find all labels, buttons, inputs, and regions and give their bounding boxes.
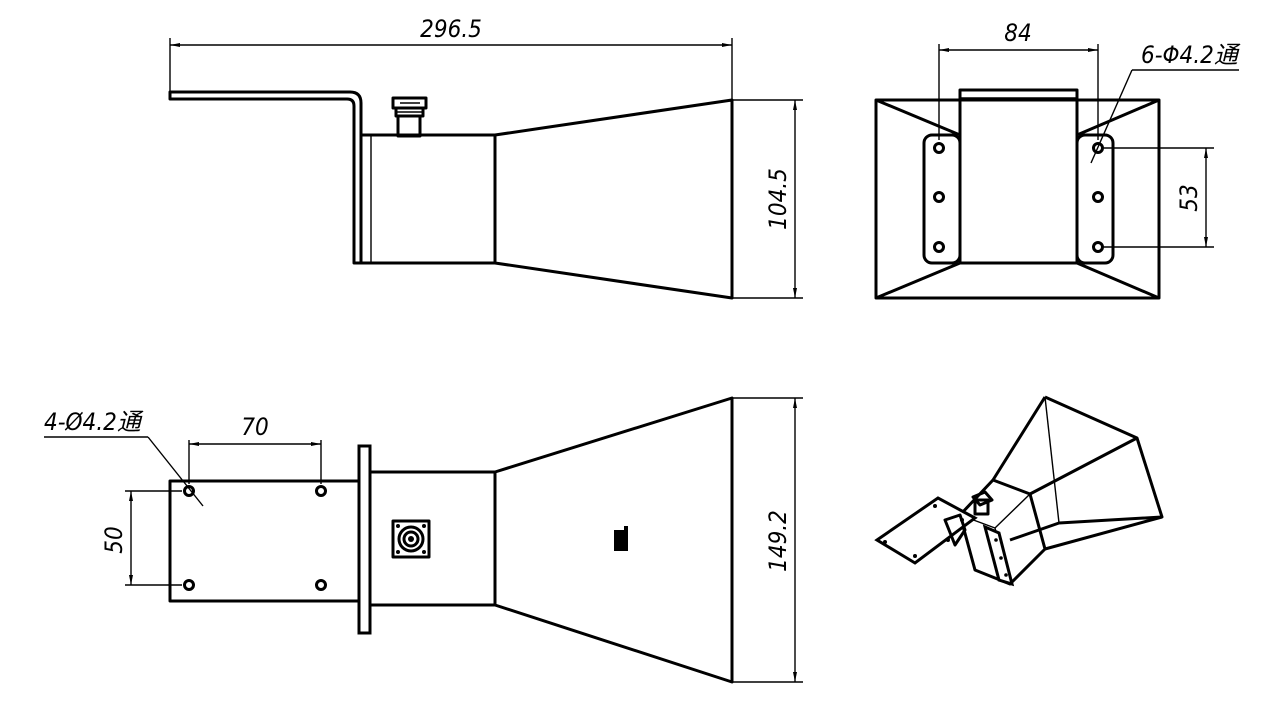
- dimension-label-small-height: 104.5: [764, 168, 792, 230]
- horn-flare-bottom: [493, 396, 734, 684]
- leader-holes-front: 6-Φ4.2通: [1090, 41, 1241, 164]
- dimension-large-height: 149.2: [732, 397, 803, 683]
- dimension-hole-pitch: 53: [1104, 147, 1214, 248]
- dimension-label-hole-pitch: 53: [1175, 184, 1203, 211]
- n-connector: [391, 96, 428, 138]
- horn-flare: [493, 98, 734, 300]
- dimension-bracket-height: 50: [100, 490, 182, 586]
- flange-bottom-view: [357, 444, 372, 635]
- note-holes-front: 6-Φ4.2通: [1141, 41, 1241, 69]
- waveguide-body: [359, 133, 497, 265]
- front-view: 84 53 6-Φ4.2通: [874, 19, 1241, 300]
- mounting-holes-front: [933, 142, 1104, 253]
- mounting-holes-bottom: [183, 485, 327, 591]
- bottom-view: 70 50 149.2 4-Ø4.2通: [44, 396, 803, 684]
- iso-flare: [991, 396, 1163, 551]
- waveguide-bottom-view: [368, 470, 497, 607]
- dimension-label-large-height: 149.2: [764, 510, 792, 572]
- dimension-width: 84: [938, 19, 1099, 140]
- dimension-length: 296.5: [169, 15, 733, 100]
- note-holes-bottom: 4-Ø4.2通: [44, 408, 144, 436]
- isometric-view: [874, 395, 1164, 587]
- dimension-small-height: 104.5: [732, 99, 803, 299]
- side-view: 296.5 104.5: [168, 15, 803, 300]
- iso-connector: [971, 490, 994, 516]
- dimension-label-width: 84: [1004, 19, 1031, 47]
- nameplate-mark: [614, 526, 628, 551]
- bracket-plate: [168, 479, 361, 603]
- iso-flange: [982, 524, 1015, 587]
- dimension-label-bracket-width: 70: [241, 413, 268, 441]
- dimension-bracket-width: 70: [188, 413, 322, 484]
- iso-bracket-plate: [874, 496, 978, 565]
- connector-square: [391, 519, 431, 559]
- aperture-outer: [874, 98, 1161, 300]
- dimension-label-length: 296.5: [420, 15, 482, 43]
- leader-holes-bottom: 4-Ø4.2通: [44, 408, 204, 507]
- dimension-label-bracket-height: 50: [100, 526, 128, 553]
- iso-aperture: [1044, 395, 1164, 525]
- mounting-bracket: [168, 90, 363, 265]
- waveguide-front: [958, 88, 1079, 265]
